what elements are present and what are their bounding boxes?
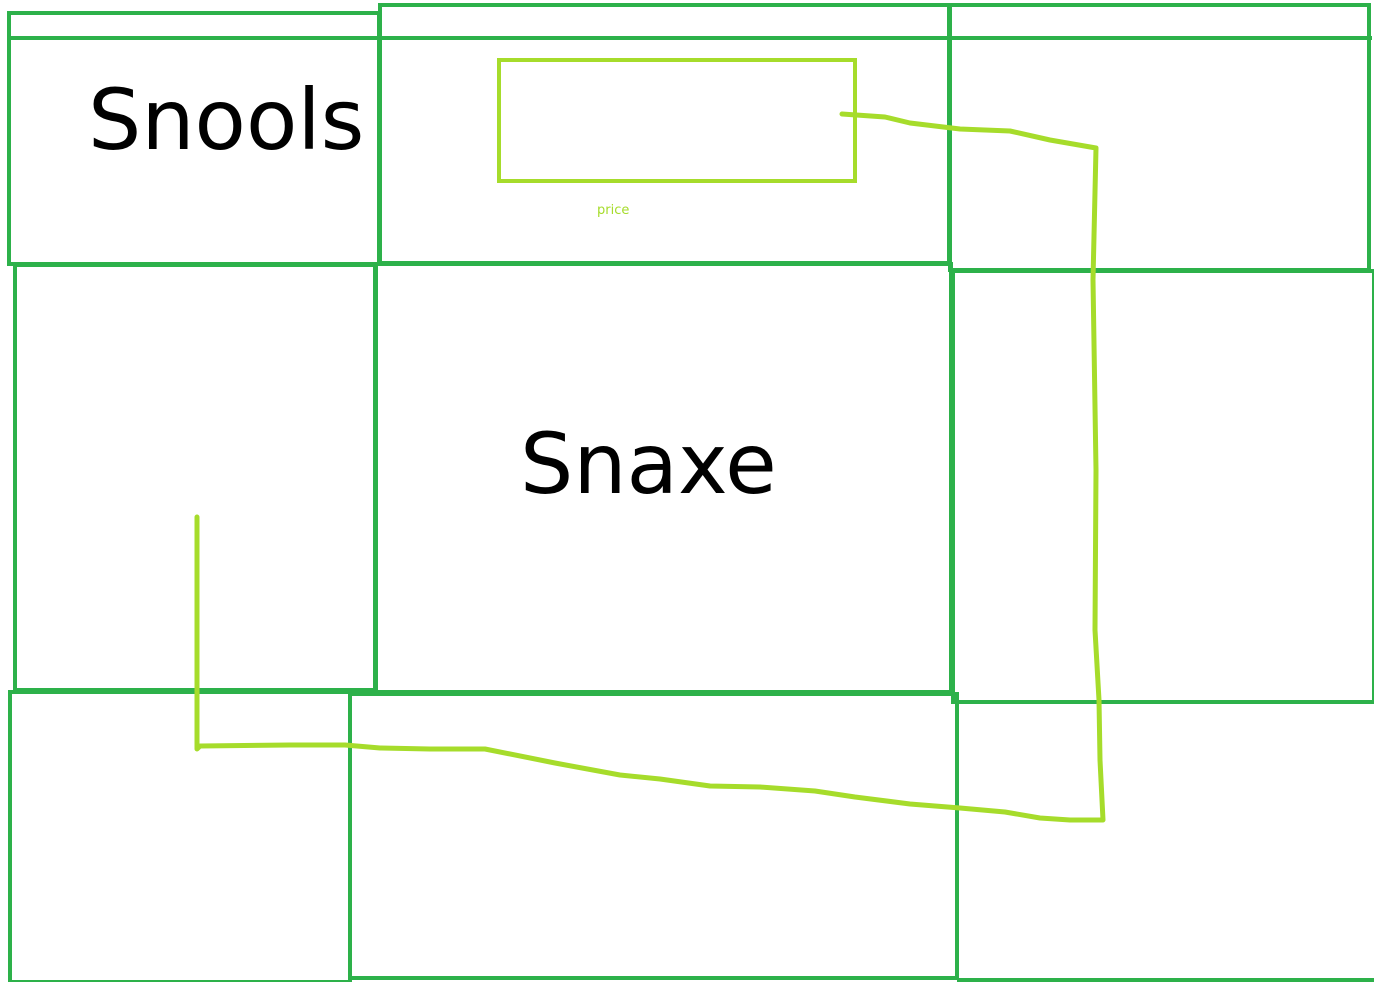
price-label: price bbox=[597, 203, 629, 218]
cell-bottom-center bbox=[348, 692, 959, 980]
flow-connector-line bbox=[194, 111, 1106, 823]
price-box bbox=[497, 58, 857, 183]
title-snools: Snools bbox=[88, 71, 364, 169]
cell-bottom-left bbox=[8, 690, 352, 982]
cell-middle-right bbox=[951, 269, 1374, 704]
title-snaxe: Snaxe bbox=[520, 415, 777, 513]
cell-top-right bbox=[948, 3, 1371, 272]
cell-top-center bbox=[378, 3, 951, 265]
